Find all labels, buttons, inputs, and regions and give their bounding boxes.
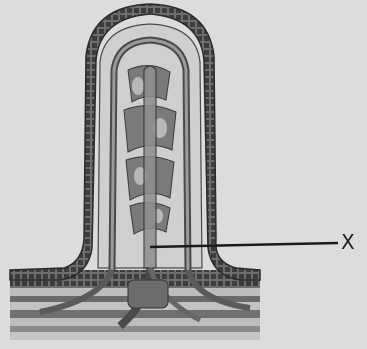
base-layer-band-3 <box>10 326 260 332</box>
base-layer-light-4 <box>10 332 260 340</box>
central-lacteal <box>144 66 156 268</box>
lacteal-base-block <box>128 280 168 308</box>
label-x: X <box>341 232 355 252</box>
base-layer-light-3 <box>10 318 260 326</box>
